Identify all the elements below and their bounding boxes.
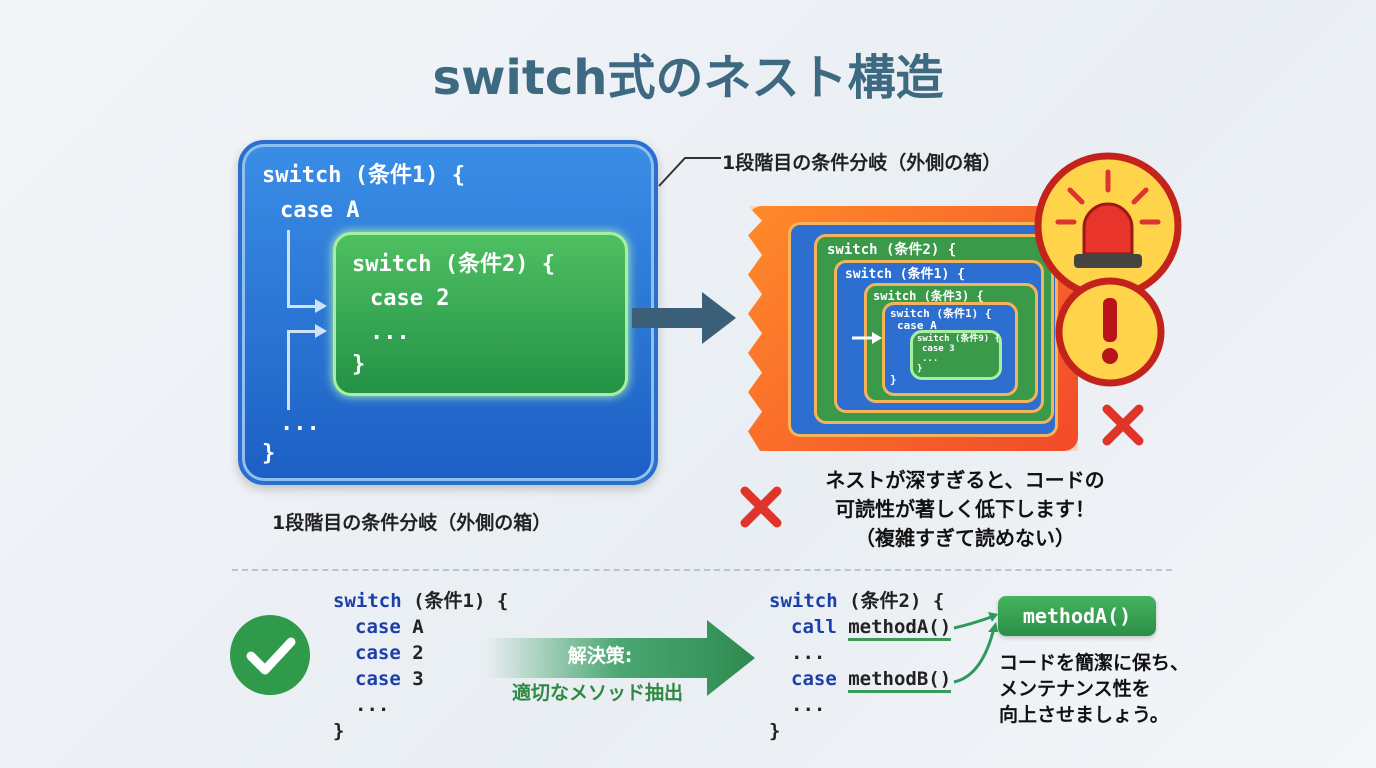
keyword: call <box>791 616 837 638</box>
x-mark-icon <box>1102 404 1144 446</box>
code-line: case A <box>280 198 360 223</box>
code-line: } <box>333 720 345 742</box>
flow-line <box>287 330 317 333</box>
callout-label: 1段階目の条件分岐（外側の箱） <box>722 152 1002 174</box>
arrow-head-icon <box>315 324 327 338</box>
keyword: case <box>791 668 837 690</box>
code-line: switch (条件3) { <box>873 289 984 303</box>
code-line: switch (条件2) { <box>352 252 555 277</box>
after-code-block: switch (条件2) { call methodA() ... case m… <box>769 588 952 744</box>
solution-arrow-icon <box>485 620 755 696</box>
keyword: case <box>355 616 401 638</box>
arrow-head-icon <box>315 299 327 313</box>
warning-line: 可読性が著しく低下します！ <box>835 497 1095 521</box>
keyword: case <box>355 668 401 690</box>
code-line: ... <box>922 354 939 364</box>
keyword: switch <box>769 590 838 612</box>
advice-text: コードを簡潔に保ち、 メンテナンス性を 向上させましょう。 <box>999 650 1189 728</box>
transition-arrow-icon <box>632 292 736 344</box>
code-line: ... <box>280 411 320 436</box>
code-line: switch (条件9) { <box>917 334 1001 344</box>
nested-box-6: switch (条件9) { case 3 ... } <box>910 330 1002 380</box>
outer-caption: 1段階目の条件分岐（外側の箱） <box>272 512 552 534</box>
keyword: switch <box>333 590 402 612</box>
check-circle-icon <box>230 615 310 695</box>
arrow-right-icon <box>852 332 882 344</box>
condition: (条件2) { <box>849 590 945 612</box>
code-line: } <box>262 441 276 466</box>
page-title: switch式のネスト構造 <box>432 50 944 106</box>
advice-line: 向上させましょう。 <box>999 704 1169 726</box>
flow-line <box>287 330 290 410</box>
code-line: } <box>769 720 781 742</box>
method-call: methodA() <box>848 616 952 641</box>
method-call: methodB() <box>848 668 952 693</box>
warning-line: （複雑すぎて読めない） <box>855 526 1075 550</box>
code-line: case 3 <box>922 344 955 354</box>
connector-arrows <box>953 612 998 684</box>
case-value: 2 <box>412 642 424 664</box>
code-line: } <box>890 373 897 386</box>
code-line: switch (条件2) { <box>827 242 957 258</box>
code-line: ... <box>355 694 390 716</box>
case-value: 3 <box>412 668 424 690</box>
callout-line <box>658 157 721 187</box>
code-line: switch (条件1) { <box>262 163 465 188</box>
solution-label: 解決策: <box>567 645 633 667</box>
code-line: } <box>352 352 366 377</box>
before-code-block: switch (条件1) { case A case 2 case 3 ... … <box>333 588 508 744</box>
flow-line <box>287 305 317 308</box>
code-line: switch (条件1) { <box>845 267 965 282</box>
advice-line: メンテナンス性を <box>999 678 1151 700</box>
code-line: switch (条件1) { <box>890 307 992 320</box>
code-line: ... <box>791 694 826 716</box>
section-divider <box>232 569 1172 571</box>
case-value: A <box>412 616 424 638</box>
code-line: ... <box>791 642 826 664</box>
x-mark-icon <box>740 486 782 528</box>
code-line: case 2 <box>370 286 450 311</box>
advice-line: コードを簡潔に保ち、 <box>999 652 1190 674</box>
solution-description: 適切なメソッド抽出 <box>512 682 684 704</box>
warning-line: ネストが深すぎると、コードの <box>825 468 1105 492</box>
code-line: case A <box>897 319 937 332</box>
code-line: ... <box>370 320 410 345</box>
condition: (条件1) { <box>413 590 509 612</box>
inner-switch-box: switch (条件2) { case 2 ... } <box>333 232 628 396</box>
code-line: } <box>917 364 923 374</box>
warning-message: ネストが深すぎると、コードの 可読性が著しく低下します！ （複雑すぎて読めない） <box>760 466 1170 553</box>
siren-alarm-icon <box>1034 152 1182 300</box>
method-badge: methodA() <box>998 596 1156 636</box>
exclamation-warning-icon <box>1055 277 1165 387</box>
keyword: case <box>355 642 401 664</box>
flow-line <box>287 230 290 308</box>
